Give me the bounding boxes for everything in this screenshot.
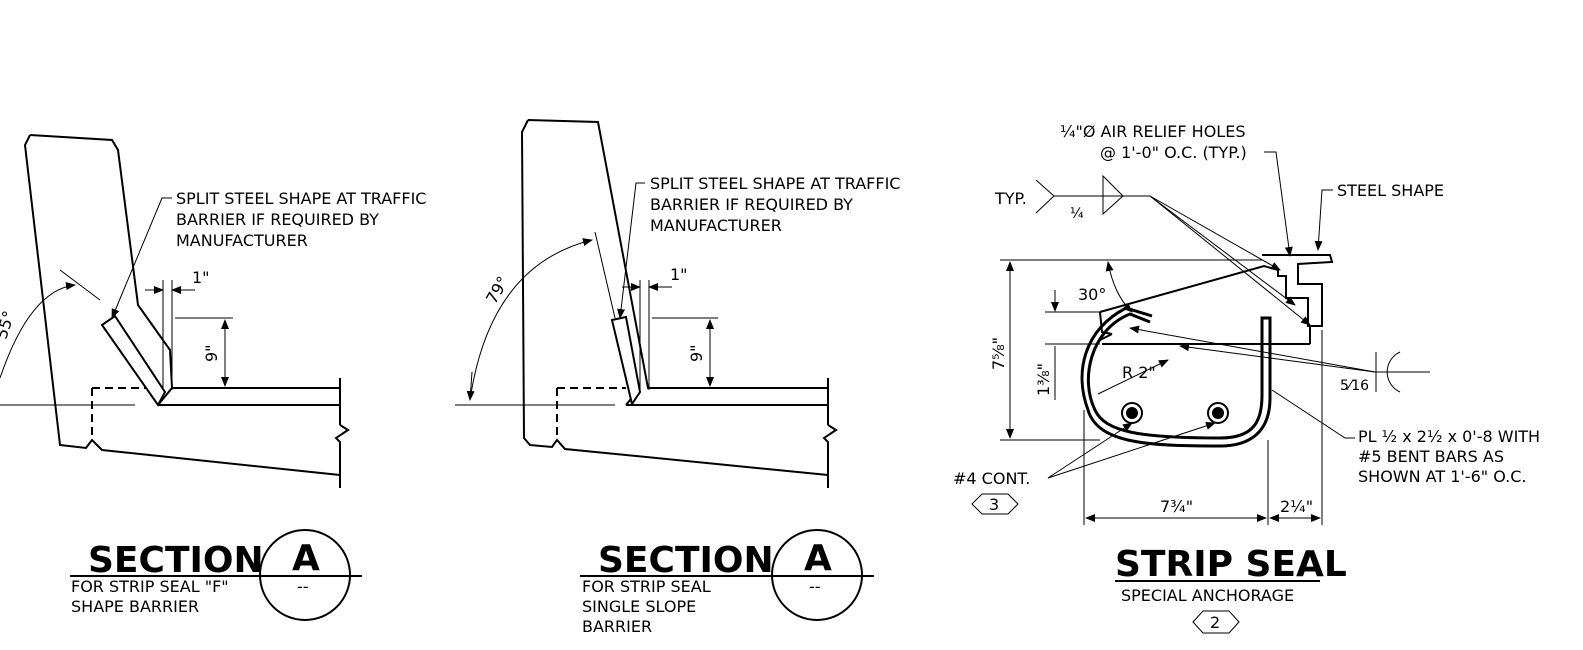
angle-arc bbox=[469, 238, 593, 401]
angle-arc-start bbox=[466, 371, 475, 401]
dim-height-label: 9" bbox=[687, 344, 706, 362]
section-subtitle-2: SHAPE BARRIER bbox=[71, 597, 199, 616]
plate-note-line-2: #5 BENT BARS AS bbox=[1358, 447, 1504, 466]
section-marker-circle bbox=[259, 529, 351, 621]
note-leader bbox=[617, 182, 645, 319]
weld-leader-1 bbox=[1149, 195, 1281, 271]
section-subtitle-1: FOR STRIP SEAL bbox=[582, 577, 711, 596]
section-marker-sheet: -- bbox=[297, 577, 309, 596]
air-relief-leader bbox=[1264, 151, 1293, 257]
steel-shape-leader bbox=[1314, 189, 1333, 251]
strip-seal-subtitle: SPECIAL ANCHORAGE bbox=[1121, 586, 1294, 605]
radius-leader bbox=[1097, 359, 1169, 395]
steel-shape-profile bbox=[1099, 254, 1334, 327]
angle-30-arc bbox=[1105, 261, 1133, 313]
section-title: SECTION bbox=[598, 540, 774, 581]
fillet-weld-symbol-right bbox=[1375, 351, 1401, 393]
dim-lower-height-label: 1⅜" bbox=[1034, 363, 1053, 396]
bar-tag-label: 3 bbox=[989, 495, 999, 514]
strip-seal-title: STRIP SEAL bbox=[1115, 544, 1347, 585]
angle-leader bbox=[594, 231, 616, 319]
angle-leader bbox=[59, 269, 101, 301]
strip-seal-anchorage-detail: ¼"Ø AIR RELIEF HOLES @ 1'-0" O.C. (TYP.)… bbox=[953, 122, 1540, 634]
rebar-right bbox=[1207, 402, 1229, 424]
section-marker-circle bbox=[771, 529, 863, 621]
note-line-1: SPLIT STEEL SHAPE AT TRAFFIC bbox=[176, 189, 426, 208]
radius-label: R 2" bbox=[1122, 363, 1156, 382]
section-a-f-shape-detail: 55° 1" 9" SPLIT STEEL SHAPE AT TRAFFIC B… bbox=[0, 134, 426, 621]
f-shape-barrier-outline bbox=[23, 134, 341, 476]
rebar-left-core bbox=[1126, 407, 1138, 419]
note-line-3: MANUFACTURER bbox=[650, 216, 782, 235]
strip-seal-tag-hexagon bbox=[1192, 610, 1240, 634]
dim-gap-label: 1" bbox=[192, 268, 210, 287]
section-a-single-slope-detail: 79° 1" 9" SPLIT STEEL SHAPE AT TRAFFIC B… bbox=[455, 119, 900, 636]
angle-arc bbox=[0, 282, 76, 379]
fillet-weld-symbol bbox=[1102, 174, 1124, 216]
steel-shape-plate bbox=[610, 315, 642, 407]
weld-leader-right bbox=[1179, 343, 1376, 373]
bar-leader-1 bbox=[1047, 422, 1133, 479]
dim-edge-label: 2¼" bbox=[1280, 497, 1313, 516]
plate-note-line-1: PL ½ x 2½ x 0'-8 WITH bbox=[1358, 427, 1540, 446]
air-relief-line-1: ¼"Ø AIR RELIEF HOLES bbox=[1060, 122, 1245, 141]
note-line-1: SPLIT STEEL SHAPE AT TRAFFIC bbox=[650, 174, 900, 193]
bar-callout: #4 CONT. bbox=[953, 469, 1030, 488]
dim-width-label: 7¾" bbox=[1160, 497, 1193, 516]
section-title: SECTION bbox=[88, 540, 264, 581]
weld-tail bbox=[1035, 179, 1055, 214]
angle-label: 79° bbox=[482, 273, 513, 307]
break-symbol bbox=[822, 424, 838, 488]
steel-shape-plate bbox=[100, 314, 167, 407]
bent-bar bbox=[1080, 306, 1272, 448]
bar-leader-2 bbox=[1047, 422, 1216, 479]
weld-leader-right-2 bbox=[1129, 325, 1376, 373]
strip-seal-tag-label: 2 bbox=[1210, 613, 1220, 632]
section-marker-letter: A bbox=[292, 538, 320, 579]
angle-30-label: 30° bbox=[1078, 285, 1106, 304]
section-marker-letter: A bbox=[804, 538, 832, 579]
single-slope-barrier-outline bbox=[520, 119, 829, 476]
break-symbol bbox=[334, 424, 350, 488]
plate-note-line-3: SHOWN AT 1'-6" O.C. bbox=[1358, 467, 1526, 486]
steel-shape-label: STEEL SHAPE bbox=[1337, 181, 1444, 200]
plate-note-leader bbox=[1271, 389, 1355, 439]
section-subtitle-1: FOR STRIP SEAL "F" bbox=[71, 577, 229, 596]
section-subtitle-2: SINGLE SLOPE bbox=[582, 597, 696, 616]
weld-size-label: ¼ bbox=[1070, 206, 1084, 222]
dim-height-label: 9" bbox=[202, 344, 221, 362]
note-line-2: BARRIER IF REQUIRED BY bbox=[650, 195, 853, 214]
note-line-3: MANUFACTURER bbox=[176, 231, 308, 250]
hidden-deck-line bbox=[556, 387, 626, 440]
section-subtitle-3: BARRIER bbox=[582, 617, 652, 636]
dim-gap-label: 1" bbox=[670, 265, 688, 284]
note-leader bbox=[111, 197, 172, 319]
anchor-plate bbox=[1099, 311, 1113, 341]
rebar-right-core bbox=[1212, 407, 1224, 419]
dim-overall-height-label: 7⅝" bbox=[989, 337, 1008, 370]
weld-typ-label: TYP. bbox=[994, 189, 1027, 208]
weld-size-label-right: 5⁄16 bbox=[1340, 378, 1369, 394]
air-relief-line-2: @ 1'-0" O.C. (TYP.) bbox=[1100, 143, 1247, 162]
bar-tag-hexagon bbox=[971, 493, 1019, 515]
hidden-deck-line bbox=[91, 387, 158, 440]
angle-label: 55° bbox=[0, 308, 19, 341]
section-marker-sheet: -- bbox=[809, 577, 821, 596]
weld-leader-3 bbox=[1149, 195, 1296, 306]
note-line-2: BARRIER IF REQUIRED BY bbox=[176, 210, 379, 229]
